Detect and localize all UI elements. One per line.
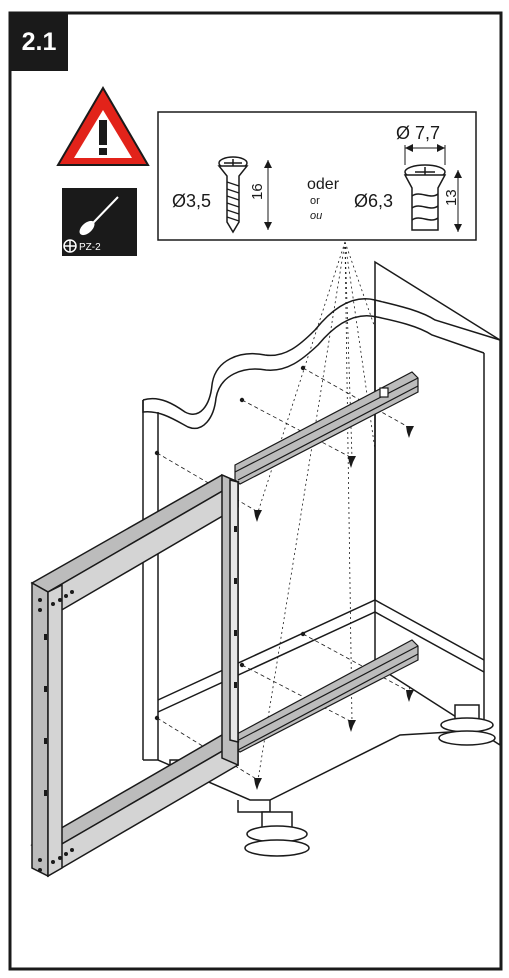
pull-out-frame: [30, 473, 240, 878]
step-number-badge: 2.1: [10, 13, 68, 71]
screwdriver-icon: [62, 188, 137, 256]
ou-label: ou: [310, 210, 322, 222]
or-label: or: [310, 195, 320, 207]
wood-screw-icon: [217, 156, 272, 234]
lower-runner: [234, 639, 419, 753]
fastener-spec-box: Ø3,5 16 oder or ou Ø 7,7: [157, 111, 477, 241]
screws: [254, 426, 414, 790]
screw-diameter-label: Ø3,5: [172, 191, 211, 211]
dowel-diameter-label: Ø6,3: [354, 191, 393, 211]
dowel-length-label: 13: [443, 189, 460, 206]
dowel-icon: [403, 144, 462, 232]
oder-label: oder: [307, 176, 340, 193]
step-number: 2.1: [21, 27, 57, 56]
screw-length-label: 16: [249, 183, 266, 200]
warning-triangle-icon: [56, 86, 150, 166]
dowel-head-diameter-label: Ø 7,7: [396, 123, 440, 143]
tool-bit-label: PZ-2: [79, 242, 101, 253]
